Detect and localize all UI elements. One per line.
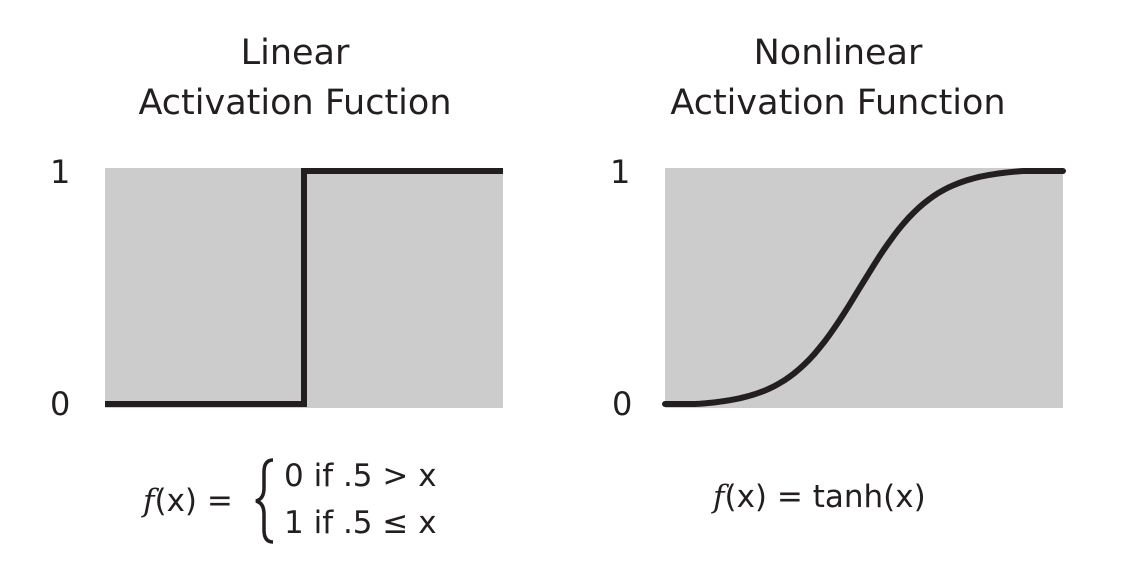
nonlinear-title-line2: Activation Function <box>670 83 1006 123</box>
linear-title-line1: Linear <box>240 33 350 73</box>
linear-y-tick-0: 0 <box>50 385 71 423</box>
piecewise-brace <box>255 458 274 544</box>
nonlinear-formula-f: f <box>713 479 725 515</box>
nonlinear-plot-area <box>665 168 1063 408</box>
nonlinear-y-tick-1: 1 <box>610 153 631 191</box>
nonlinear-formula: f(x) = tanh(x) <box>713 480 926 514</box>
linear-title: Linear Activation Fuction <box>45 28 545 128</box>
linear-title-line2: Activation Fuction <box>138 83 452 123</box>
nonlinear-title-line1: Nonlinear <box>753 33 923 73</box>
linear-formula-case-1: 0 if .5 > x <box>284 458 437 494</box>
linear-formula-lhs-rest: (x) = <box>154 483 233 519</box>
linear-formula-case-2: 1 if .5 ≤ x <box>284 505 437 541</box>
nonlinear-formula-rest: (x) = tanh(x) <box>724 479 926 515</box>
nonlinear-y-tick-0: 0 <box>612 385 633 423</box>
linear-formula-f: f <box>143 483 155 519</box>
linear-step-line <box>105 168 503 407</box>
linear-y-tick-1: 1 <box>50 153 71 191</box>
linear-formula-lhs: f(x) = <box>143 484 233 518</box>
nonlinear-title: Nonlinear Activation Function <box>588 28 1088 128</box>
nonlinear-sigmoid-curve <box>662 168 1066 407</box>
